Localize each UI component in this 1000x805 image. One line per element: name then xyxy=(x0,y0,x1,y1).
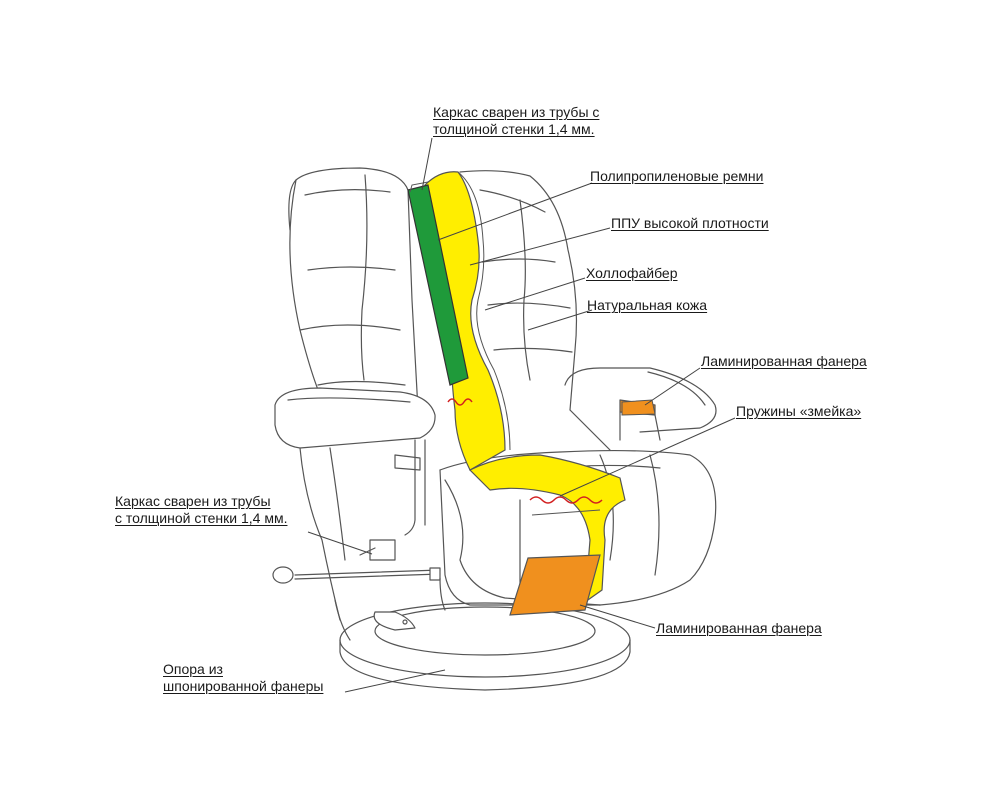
label-base-line2: шпонированной фанеры xyxy=(163,678,324,694)
chair-back-cushion xyxy=(459,170,611,451)
callout-lines xyxy=(307,137,736,693)
label-frame-left-line2: с толщиной стенки 1,4 мм. xyxy=(115,510,288,526)
leader-hollofiber xyxy=(484,277,586,311)
plywood-block xyxy=(509,554,601,616)
label-snake-springs: Пружины «змейка» xyxy=(736,403,862,419)
leader-plywood-bottom xyxy=(579,604,656,629)
label-natural-leather: Натуральная кожа xyxy=(587,297,708,313)
steel-frame-back xyxy=(407,184,469,386)
label-frame-top-line2: толщиной стенки 1,4 мм. xyxy=(433,121,595,137)
snake-spring-seat xyxy=(529,496,603,504)
label-frame-left-line1: Каркас сварен из трубы xyxy=(115,493,271,509)
leader-base xyxy=(344,669,446,693)
leader-polypropylene xyxy=(437,182,593,241)
label-polypropylene-belts: Полипропиленовые ремни xyxy=(590,168,764,184)
chair-back-shell xyxy=(288,167,419,411)
left-armrest xyxy=(274,387,436,621)
leader-plywood-top xyxy=(644,367,701,406)
snake-spring-back xyxy=(447,398,473,406)
label-frame-left: Каркас сварен из трубы с толщиной стенки… xyxy=(115,493,287,527)
label-laminated-plywood-top: Ламинированная фанера xyxy=(701,353,867,369)
leader-frame-left xyxy=(307,531,373,555)
leader-springs xyxy=(559,417,736,497)
leader-hd-foam xyxy=(469,227,611,266)
label-frame-top-line1: Каркас сварен из трубы с xyxy=(433,104,600,120)
foam-seat-layer xyxy=(468,454,626,604)
label-frame-top: Каркас сварен из трубы с толщиной стенки… xyxy=(433,104,599,138)
label-base-line1: Опора из xyxy=(163,661,223,677)
label-laminated-plywood-bottom: Ламинированная фанера xyxy=(656,620,822,636)
label-base: Опора из шпонированной фанеры xyxy=(163,661,323,695)
leader-leather xyxy=(527,309,593,331)
cross-section xyxy=(407,171,656,616)
recline-lever xyxy=(272,539,441,584)
label-hollofiber: Холлофайбер xyxy=(586,265,678,281)
base-disc xyxy=(339,602,631,691)
leader-frame-top xyxy=(421,137,433,191)
label-hd-foam: ППУ высокой плотности xyxy=(611,215,769,231)
